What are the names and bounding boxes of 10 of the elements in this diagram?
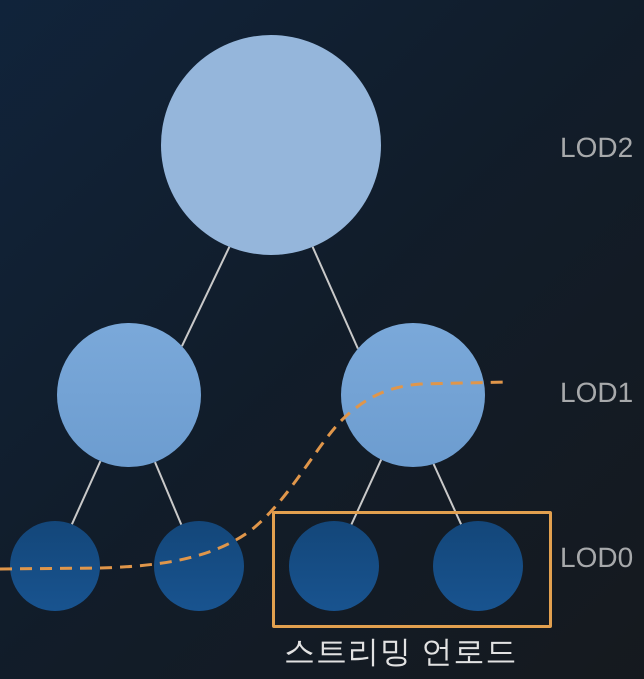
level-label: LOD2 (560, 131, 634, 165)
connector-line (154, 462, 182, 525)
connector-line (181, 246, 230, 347)
level-label: LOD0 (560, 541, 634, 575)
connector-line (432, 464, 462, 525)
connector-line (70, 460, 102, 525)
connector-line (350, 459, 382, 525)
level-label: LOD1 (560, 376, 634, 410)
node-label: 스트리밍 언로드 (284, 633, 518, 671)
connector-line (312, 246, 359, 349)
